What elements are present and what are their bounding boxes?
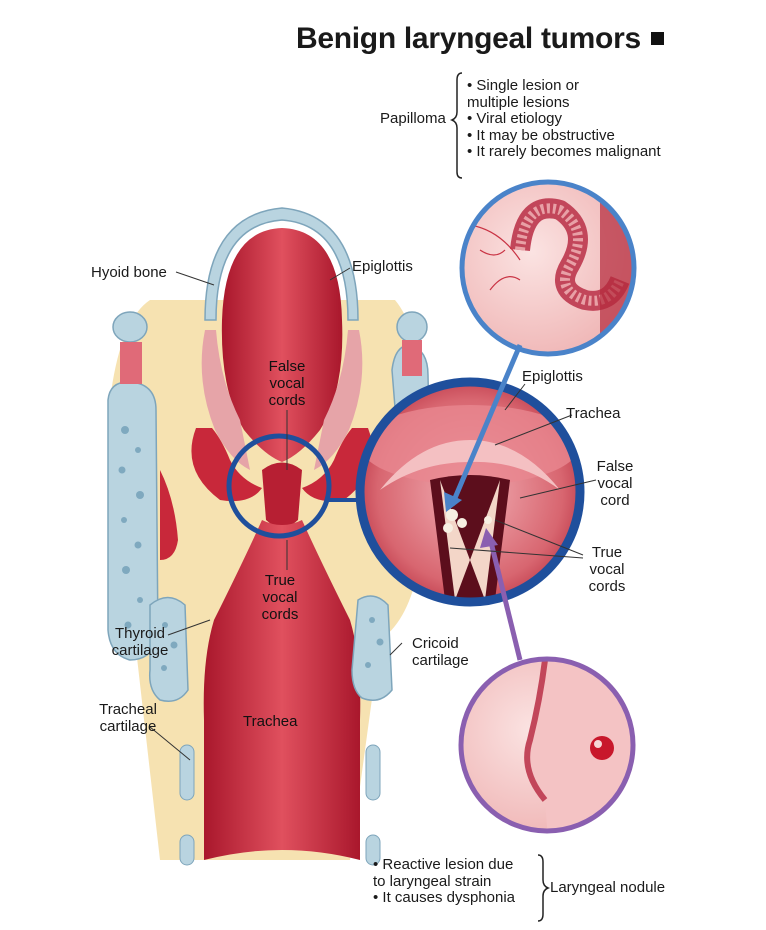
papilloma-bullet: • Viral etiology bbox=[467, 110, 563, 127]
tracheal-ring bbox=[179, 834, 195, 866]
label-line: True bbox=[591, 544, 623, 561]
label-line: cords bbox=[588, 578, 626, 595]
right-hyoid bbox=[396, 311, 428, 343]
right-thyrohyoid bbox=[402, 340, 422, 376]
right-aryepiglottic-fold bbox=[314, 330, 363, 470]
label-line: cord bbox=[600, 492, 630, 509]
label-true-vocal-cords: True vocal cords bbox=[250, 572, 310, 623]
inset-label-false-vocal-cord: False vocal cord bbox=[590, 458, 640, 509]
glottis bbox=[262, 462, 302, 528]
label-line: vocal bbox=[589, 561, 625, 578]
label-line: vocal bbox=[262, 589, 298, 606]
nodule-bullet: • It causes dysphonia bbox=[373, 889, 516, 906]
papilloma-bullet: • It rarely becomes malignant bbox=[467, 143, 661, 160]
inset-label-true-vocal-cords: True vocal cords bbox=[582, 544, 632, 595]
tracheal-ring bbox=[365, 834, 381, 866]
supraglottic-airway bbox=[221, 228, 343, 462]
left-hyoid bbox=[112, 311, 148, 343]
label-line: cartilage bbox=[412, 652, 469, 669]
title-square-icon bbox=[650, 31, 664, 45]
papilloma-bullets: • Single lesion or multiple lesions • Vi… bbox=[467, 77, 661, 161]
label-line: True bbox=[264, 572, 296, 589]
label-tracheal-cartilage: Tracheal cartilage bbox=[88, 701, 168, 735]
papilloma-bullet: • It may be obstructive bbox=[467, 126, 615, 144]
label-thyroid-cartilage: Thyroid cartilage bbox=[100, 625, 180, 659]
label-line: Thyroid bbox=[114, 625, 166, 642]
tracheal-ring bbox=[179, 744, 195, 801]
label-line: False bbox=[268, 358, 306, 375]
epiglottis-cartilage bbox=[204, 207, 359, 321]
papilloma-bullet: • Single lesion or bbox=[467, 77, 579, 94]
label-line: False bbox=[596, 458, 634, 475]
inset-label-trachea: Trachea bbox=[566, 405, 621, 422]
trachea-tube bbox=[203, 520, 361, 860]
nodule-brace bbox=[537, 854, 551, 922]
glottis-focus-ring bbox=[226, 433, 332, 539]
label-line: vocal bbox=[597, 475, 633, 492]
left-cricoid bbox=[148, 596, 189, 702]
inset-label-epiglottis: Epiglottis bbox=[522, 368, 583, 385]
label-trachea: Trachea bbox=[243, 713, 298, 730]
title-text: Benign laryngeal tumors bbox=[296, 22, 641, 55]
nodule-bullet: to laryngeal strain bbox=[373, 872, 492, 890]
label-line: vocal bbox=[269, 375, 305, 392]
papilloma-inset bbox=[462, 182, 634, 354]
label-line: cartilage bbox=[111, 642, 169, 659]
left-aryepiglottic-fold bbox=[201, 330, 250, 470]
nodule-label: Laryngeal nodule bbox=[550, 879, 666, 896]
nodule-bullets: • Reactive lesion due to laryngeal strai… bbox=[373, 856, 516, 907]
label-false-vocal-cords: False vocal cords bbox=[258, 358, 316, 409]
label-line: cartilage bbox=[99, 718, 157, 735]
papilloma-label: Papilloma bbox=[380, 110, 446, 127]
right-false-fold bbox=[302, 428, 373, 502]
nodule-inset bbox=[461, 659, 633, 831]
nodule-bullet: • Reactive lesion due bbox=[373, 856, 514, 873]
left-thyrohyoid bbox=[120, 342, 142, 384]
papilloma-bullet: multiple lesions bbox=[467, 93, 570, 111]
papilloma-brace bbox=[449, 72, 463, 179]
label-line: Tracheal bbox=[99, 701, 157, 718]
papilloma-arrow bbox=[449, 344, 523, 506]
label-line: cords bbox=[268, 392, 306, 409]
left-muscle bbox=[160, 470, 178, 560]
right-cricoid bbox=[351, 595, 393, 701]
nodule-arrow bbox=[487, 537, 523, 661]
label-line: Cricoid bbox=[412, 635, 459, 652]
left-false-fold bbox=[191, 428, 262, 502]
label-line: cords bbox=[261, 606, 299, 623]
page-title: Benign laryngeal tumors bbox=[296, 22, 664, 56]
label-cricoid-cartilage: Cricoid cartilage bbox=[412, 635, 469, 669]
tracheal-ring bbox=[365, 744, 381, 801]
label-hyoid-bone: Hyoid bone bbox=[91, 264, 167, 281]
label-epiglottis: Epiglottis bbox=[352, 258, 413, 275]
